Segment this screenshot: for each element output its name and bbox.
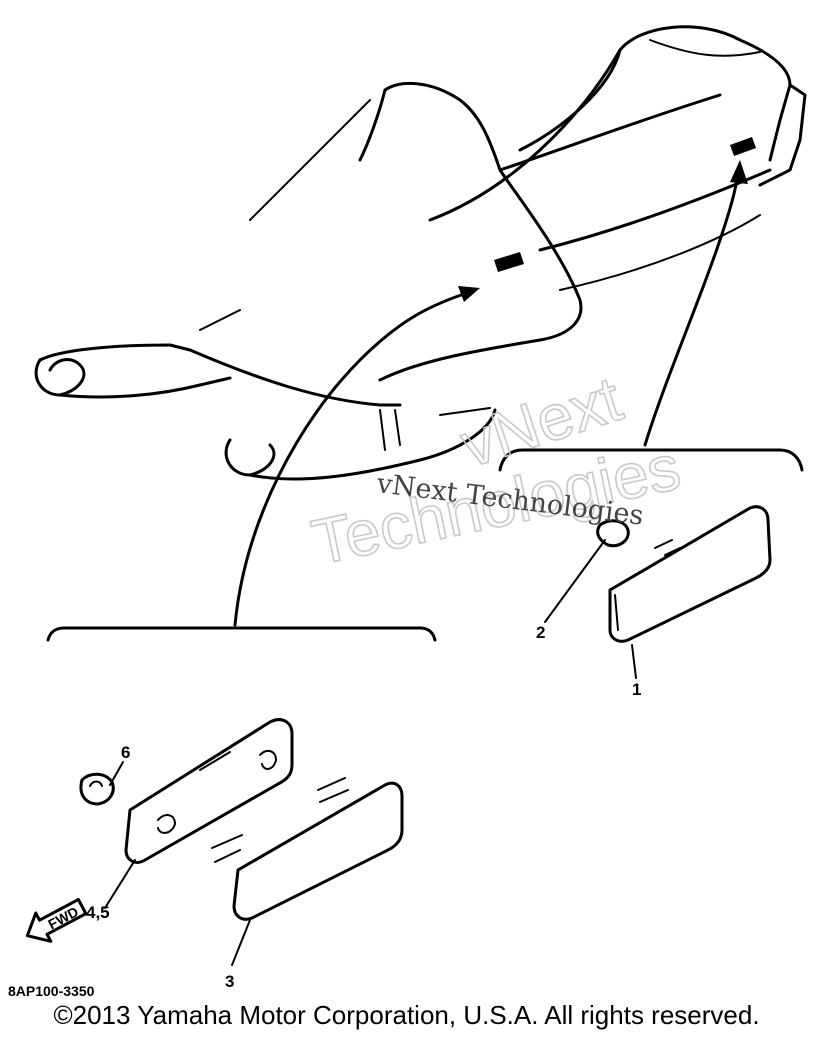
detail-frame-right [498, 448, 804, 472]
part-emblem-1 [608, 505, 772, 643]
fwd-arrow-icon: FWD [25, 897, 88, 943]
part-emblem-3 [211, 777, 404, 921]
part-nut-2 [596, 519, 630, 548]
callout-1: 1 [632, 680, 641, 699]
callout-4-5: 4,5 [86, 903, 110, 922]
callout-2: 2 [536, 623, 545, 642]
rear-emblem-mark [730, 137, 756, 156]
copyright-notice: ©2013 Yamaha Motor Corporation, U.S.A. A… [53, 1000, 760, 1030]
leader-lines [104, 539, 637, 966]
part-grommet-6 [79, 772, 115, 806]
front-emblem-mark [494, 252, 524, 272]
arrow-head [730, 160, 748, 184]
location-arrows [233, 160, 748, 627]
callout-6: 6 [121, 743, 130, 762]
part-plate-4-5 [124, 718, 294, 864]
watermark: vNext Technologies vNext Technologies [305, 361, 687, 579]
drawing-code: 8AP100-3350 [8, 983, 95, 999]
arrow-head [458, 286, 480, 302]
snowmobile-body [34, 25, 807, 481]
detail-frame-left [46, 626, 437, 642]
callout-3: 3 [225, 972, 234, 991]
